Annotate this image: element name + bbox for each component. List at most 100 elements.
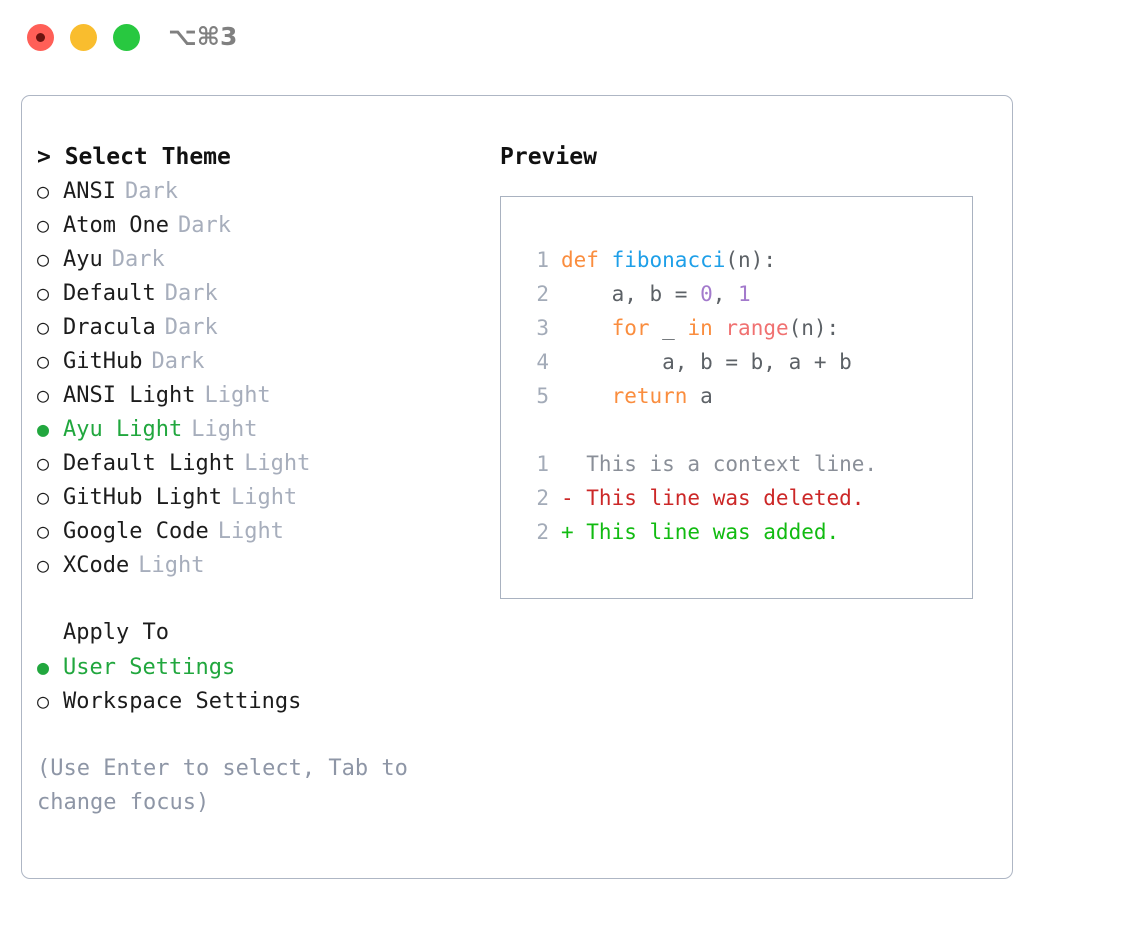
line-number: 2	[536, 486, 549, 510]
radio-selected-icon: ●	[37, 417, 50, 441]
code-line-text: a, b = 0, 1	[561, 277, 751, 311]
theme-option-default-light[interactable]: ○ Default Light Light	[37, 446, 467, 480]
line-number: 2	[536, 282, 549, 306]
theme-option-label: Google Code	[63, 519, 209, 544]
diff-line-del: 2- This line was deleted.	[519, 481, 972, 515]
theme-option-label: Default	[63, 281, 156, 306]
code-token-kw: for	[611, 316, 650, 340]
code-line: 4 a, b = b, a + b	[519, 345, 972, 379]
theme-option-variant: Dark	[164, 315, 218, 340]
theme-option-atom-one[interactable]: ○ Atom One Dark	[37, 208, 467, 242]
theme-option-label: GitHub	[63, 349, 143, 374]
line-number: 4	[536, 350, 549, 374]
radio-selected-icon: ●	[37, 655, 50, 679]
theme-option-label: Atom One	[63, 213, 169, 238]
radio-unselected-icon: ○	[37, 689, 50, 713]
preview-heading: Preview	[500, 144, 597, 170]
theme-option-label: Ayu	[63, 247, 103, 272]
theme-option-label: Dracula	[63, 315, 156, 340]
theme-option-google-code[interactable]: ○ Google Code Light	[37, 514, 467, 548]
theme-option-xcode[interactable]: ○ XCode Light	[37, 548, 467, 582]
spacer	[37, 582, 467, 616]
radio-unselected-icon: ○	[37, 247, 50, 271]
theme-option-variant: Dark	[124, 179, 178, 204]
hint-text: (Use Enter to select, Tab to change focu…	[37, 756, 422, 815]
radio-unselected-icon: ○	[37, 349, 50, 373]
code-token-pl: ,	[712, 282, 739, 306]
code-line-text: for _ in range(n):	[561, 311, 840, 345]
theme-option-variant: Dark	[151, 349, 205, 374]
code-line: 5 return a	[519, 379, 972, 413]
code-token-kw: in	[687, 316, 713, 340]
theme-option-variant: Dark	[177, 213, 231, 238]
code-token-num: 1	[738, 282, 751, 306]
apply-to-option-label: Workspace Settings	[63, 689, 302, 714]
theme-option-label: XCode	[63, 553, 130, 578]
code-line: 2 a, b = 0, 1	[519, 277, 972, 311]
theme-option-label: ANSI Light	[63, 383, 196, 408]
code-token-num: 0	[700, 282, 713, 306]
radio-unselected-icon: ○	[37, 519, 50, 543]
theme-option-github-light[interactable]: ○ GitHub Light Light	[37, 480, 467, 514]
theme-option-label: GitHub Light	[63, 485, 222, 510]
theme-option-variant: Light	[138, 553, 205, 578]
theme-option-ansi[interactable]: ○ ANSI Dark	[37, 174, 467, 208]
code-token-kw: def	[561, 248, 599, 272]
code-line-text: def fibonacci(n):	[561, 243, 776, 277]
code-token-bi: range	[725, 316, 789, 340]
line-number: 2	[536, 520, 549, 544]
select-theme-heading: > Select Theme	[37, 144, 231, 170]
theme-option-variant: Dark	[111, 247, 165, 272]
theme-option-label: Ayu Light	[63, 417, 183, 442]
line-number: 1	[536, 452, 549, 476]
theme-option-variant: Light	[204, 383, 271, 408]
code-token-pl	[561, 316, 612, 340]
theme-option-ayu[interactable]: ○ Ayu Dark	[37, 242, 467, 276]
maximize-button[interactable]	[113, 24, 140, 51]
spacer	[519, 413, 972, 447]
theme-option-variant: Dark	[164, 281, 218, 306]
radio-unselected-icon: ○	[37, 485, 50, 509]
diff-line-add: 2+ This line was added.	[519, 515, 972, 549]
theme-option-variant: Light	[244, 451, 311, 476]
radio-unselected-icon: ○	[37, 213, 50, 237]
theme-option-variant: Light	[217, 519, 284, 544]
apply-to-option-user-settings[interactable]: ●User Settings	[37, 650, 467, 684]
diff-line-text: This is a context line.	[561, 452, 878, 476]
theme-option-variant: Light	[230, 485, 298, 510]
code-line-text: return a	[561, 379, 713, 413]
keyboard-shortcut-label: ⌥⌘3	[168, 22, 238, 51]
code-token-pl: (n):	[788, 316, 840, 340]
apply-to-option-workspace-settings[interactable]: ○ Workspace Settings	[37, 684, 467, 718]
window-controls	[27, 24, 140, 51]
radio-unselected-icon: ○	[37, 281, 50, 305]
close-button[interactable]	[27, 24, 54, 51]
radio-unselected-icon: ○	[37, 553, 50, 577]
theme-option-label: Default Light	[63, 451, 236, 476]
line-number: 1	[536, 248, 549, 272]
radio-unselected-icon: ○	[37, 315, 50, 339]
line-number: 3	[536, 316, 549, 340]
theme-option-dracula[interactable]: ○ Dracula Dark	[37, 310, 467, 344]
code-line: 3 for _ in range(n):	[519, 311, 972, 345]
radio-unselected-icon: ○	[37, 179, 50, 203]
code-token-pl	[713, 316, 726, 340]
theme-option-default[interactable]: ○ Default Dark	[37, 276, 467, 310]
minimize-button[interactable]	[70, 24, 97, 51]
apply-to-heading: Apply To	[63, 620, 169, 645]
theme-option-label: ANSI	[63, 179, 116, 204]
diff-sample: 1 This is a context line. 2- This line wa…	[519, 447, 972, 549]
theme-option-github[interactable]: ○ GitHub Dark	[37, 344, 467, 378]
code-token-pl: a, b = b, a + b	[561, 350, 852, 374]
code-line-text: a, b = b, a + b	[561, 345, 852, 379]
radio-unselected-icon: ○	[37, 451, 50, 475]
